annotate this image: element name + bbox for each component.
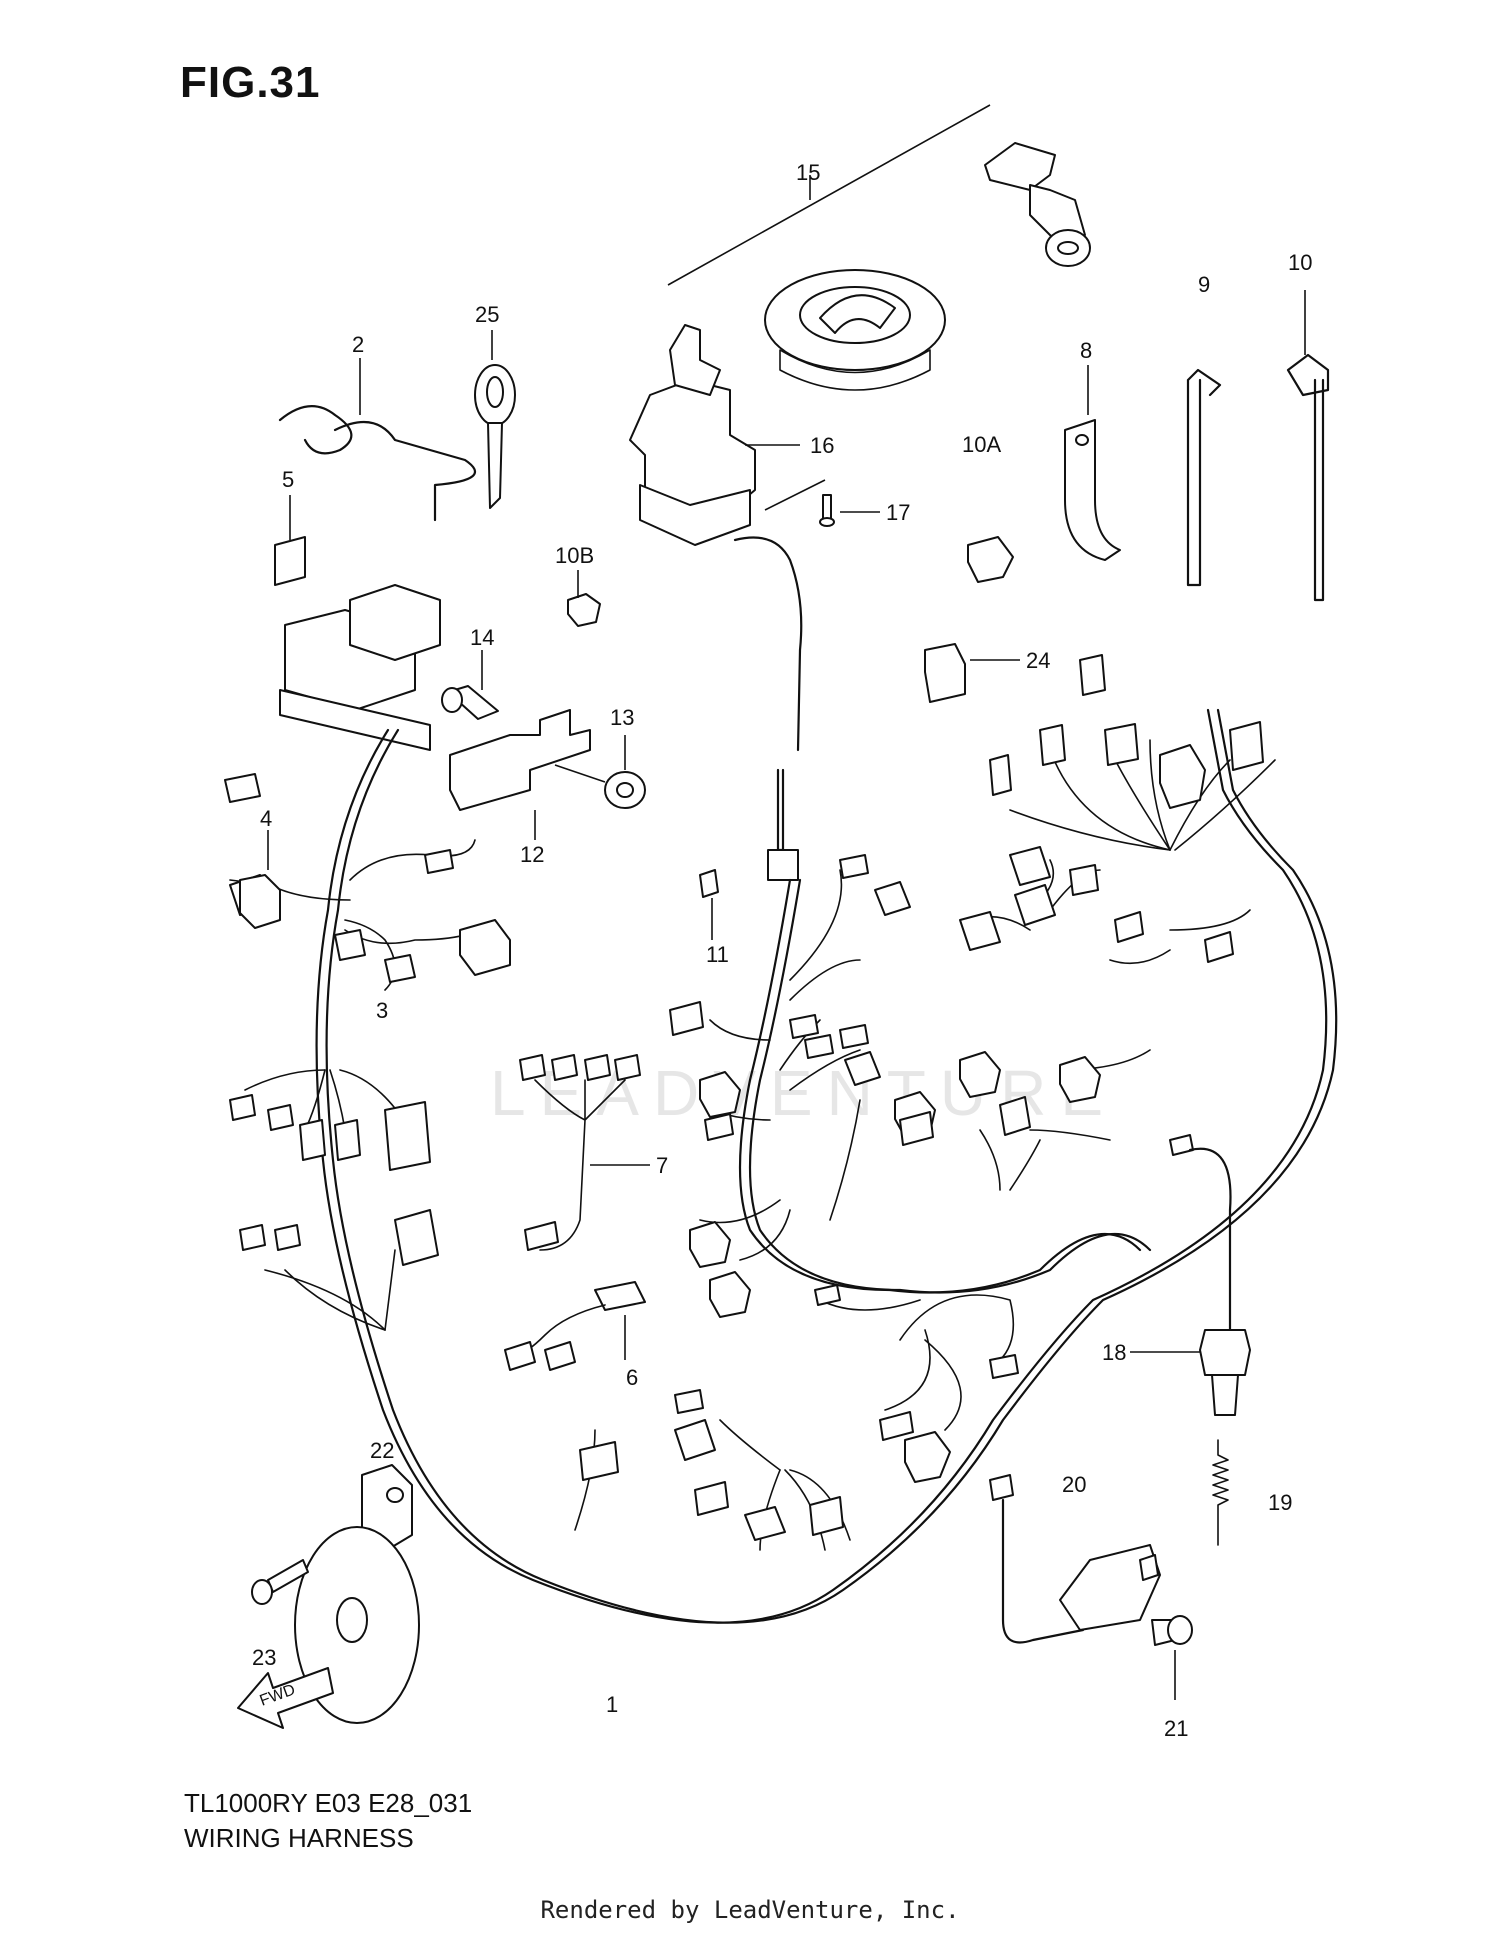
sub-harness-6 — [504, 1281, 646, 1371]
bolt-11-icon — [699, 869, 719, 898]
socket-4-icon — [239, 874, 281, 929]
nut-13-icon — [604, 771, 646, 809]
callout-7: 7 — [656, 1153, 668, 1178]
key-icon — [474, 364, 516, 509]
bolt-17-icon — [819, 494, 835, 527]
callout-10: 10 — [1288, 250, 1312, 275]
callout-20: 20 — [1062, 1472, 1086, 1497]
callout-22: 22 — [370, 1438, 394, 1463]
callout-3: 3 — [376, 998, 388, 1023]
callout-5: 5 — [282, 467, 294, 492]
callout-14: 14 — [470, 625, 494, 650]
clip-10a-icon — [967, 536, 1014, 583]
callout-6: 6 — [626, 1365, 638, 1390]
part-13-dash — [554, 764, 606, 783]
part-16-dash-leader — [764, 479, 826, 511]
callout-16: 16 — [810, 433, 834, 458]
fuel-cap-icon — [764, 269, 946, 391]
fuse-box-icon — [279, 584, 441, 751]
connector-24-icon — [924, 643, 966, 703]
callout-15: 15 — [796, 160, 820, 185]
fig-title: FIG.31 — [180, 58, 321, 107]
sensor-18-icon — [1169, 1134, 1251, 1416]
callout-19: 19 — [1268, 1490, 1292, 1515]
callout-11: 11 — [706, 942, 729, 967]
fuse-icon — [274, 536, 306, 586]
callout-10a: 10A — [962, 432, 1001, 457]
harness-connectors — [224, 654, 1264, 1541]
callout-18: 18 — [1102, 1340, 1126, 1365]
callout-2: 2 — [352, 332, 364, 357]
callout-4: 4 — [260, 806, 272, 831]
seat-lock-icon — [984, 142, 1091, 267]
callout-13: 13 — [610, 705, 634, 730]
wire-clamp-icon — [278, 405, 477, 522]
callout-8: 8 — [1080, 338, 1092, 363]
callout-12: 12 — [520, 842, 544, 867]
cable-tie-9-icon — [1186, 368, 1222, 587]
bracket-12-icon — [449, 709, 591, 811]
cable-tie-10-icon — [1286, 353, 1330, 602]
model-code: TL1000RY E03 E28_031 — [184, 1788, 473, 1818]
switch-20-icon — [989, 1474, 1161, 1644]
callout-9: 9 — [1198, 272, 1210, 297]
forward-arrow-icon: FWD — [237, 1667, 334, 1729]
bolt-14-icon — [441, 685, 499, 720]
earth-lead-8-icon — [1064, 419, 1121, 561]
spring-19-icon — [1212, 1439, 1229, 1546]
callout-21: 21 — [1164, 1716, 1188, 1741]
callout-25: 25 — [475, 302, 499, 327]
callout-23: 23 — [252, 1645, 276, 1670]
sub-harness-7 — [519, 1054, 641, 1251]
clip-10b-icon — [567, 593, 601, 627]
render-credit: Rendered by LeadVenture, Inc. — [540, 1896, 960, 1924]
part-15-bracket-line — [667, 104, 991, 286]
callout-10b: 10B — [555, 543, 594, 568]
callout-1: 1 — [606, 1692, 618, 1717]
screw-21-icon — [1151, 1615, 1193, 1646]
callout-17: 17 — [886, 500, 910, 525]
ignition-switch-icon — [629, 324, 803, 881]
section-name: WIRING HARNESS — [184, 1823, 414, 1853]
bolt-23-icon — [251, 1559, 309, 1605]
callout-24: 24 — [1026, 648, 1050, 673]
